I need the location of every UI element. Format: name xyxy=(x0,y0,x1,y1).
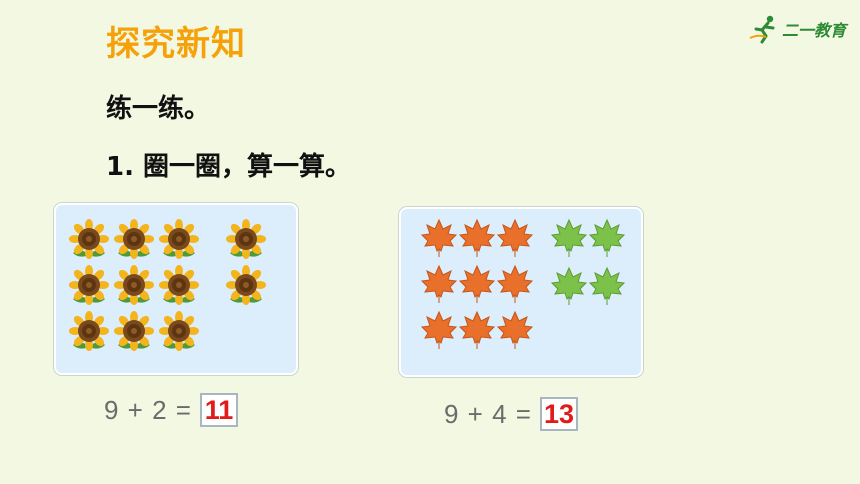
maple-leaf-icon xyxy=(421,311,457,350)
sunflower-icon xyxy=(159,311,199,351)
maple-leaf-icon xyxy=(551,267,587,306)
maple-leaf-icon xyxy=(421,265,457,304)
sunflower-icon xyxy=(69,311,109,351)
answer-box[interactable]: 13 xyxy=(539,397,578,431)
page-title: 探究新知 xyxy=(106,24,246,64)
maple-leaf-panel xyxy=(399,207,643,377)
sunflower-icon xyxy=(69,265,109,305)
equation-text: 9 + 2 = xyxy=(104,394,192,425)
sunflower-icon xyxy=(69,219,109,259)
sunflower-icon xyxy=(114,219,154,259)
equation-left: 9 + 2 = 11 xyxy=(104,393,238,427)
sunflower-group xyxy=(69,219,266,351)
sunflower-icon xyxy=(226,265,266,305)
section-subtitle: 练一练。 xyxy=(106,94,211,124)
sunflower-icon xyxy=(159,265,199,305)
maple-leaf-icon xyxy=(589,219,625,258)
maple-leaf-icon xyxy=(497,219,533,258)
answer-box[interactable]: 11 xyxy=(199,393,238,427)
maple-leaf-icon xyxy=(497,265,533,304)
sunflower-icon xyxy=(114,265,154,305)
answer-value: 13 xyxy=(543,398,574,429)
answer-value: 11 xyxy=(204,394,234,425)
sunflower-icon xyxy=(159,219,199,259)
runner-logo-icon xyxy=(749,15,775,44)
equation-text: 9 + 4 = xyxy=(444,398,532,429)
brand-logo: 二一教育 xyxy=(748,14,846,44)
question-text: 1. 圈一圈，算一算。 xyxy=(106,152,352,182)
maple-leaf-icon xyxy=(551,219,587,258)
maple-leaf-icon xyxy=(497,311,533,350)
maple-leaf-icon xyxy=(459,219,495,258)
sunflower-icon xyxy=(226,219,266,259)
logo-text: 二一教育 xyxy=(782,21,847,40)
maple-leaf-group xyxy=(421,219,625,350)
maple-leaf-icon xyxy=(421,219,457,258)
maple-leaf-icon xyxy=(459,265,495,304)
sunflower-icon xyxy=(114,311,154,351)
maple-leaf-icon xyxy=(459,311,495,350)
equation-right: 9 + 4 = 13 xyxy=(444,397,578,431)
sunflower-panel xyxy=(54,203,298,375)
maple-leaf-icon xyxy=(589,267,625,306)
